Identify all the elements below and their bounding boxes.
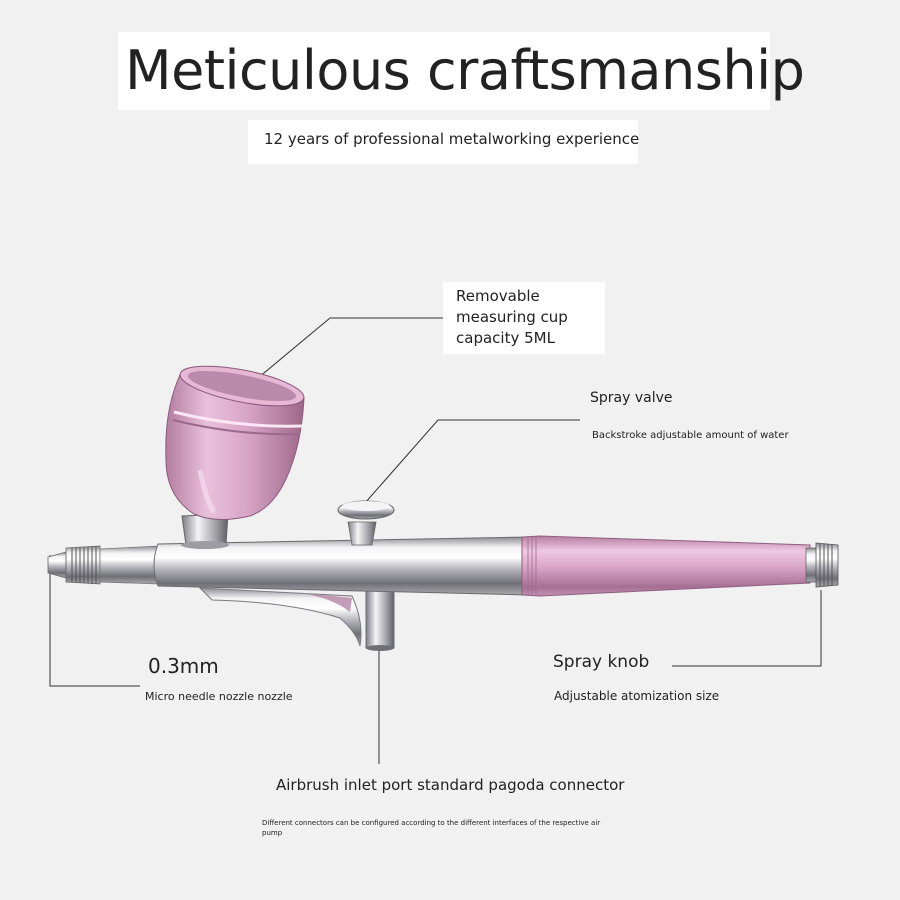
air-inlet-end xyxy=(366,645,394,651)
title-banner xyxy=(118,32,770,110)
trigger-lever xyxy=(198,587,362,647)
cup-highlight xyxy=(197,469,217,514)
nozzle-leader-line xyxy=(49,555,140,687)
knob-leader-line xyxy=(672,590,822,667)
spray-knob xyxy=(815,542,839,588)
nozzle-callout-description: Micro needle nozzle nozzle xyxy=(145,690,293,703)
nozzle-knurl xyxy=(71,546,97,584)
page-title: Meticulous craftsmanship xyxy=(125,39,805,102)
nozzle-cap xyxy=(65,545,101,585)
leader-lines xyxy=(49,317,822,764)
spray-knob-knurl xyxy=(819,544,833,586)
cup-neck-base xyxy=(181,541,229,549)
measuring-cup xyxy=(165,374,305,520)
cup-callout-label: Removable measuring cup capacity 5ML xyxy=(456,287,568,347)
valve-leader-line xyxy=(364,419,580,504)
footnote: Different connectors can be configured a… xyxy=(262,819,601,837)
cup-opening xyxy=(187,370,297,402)
knob-callout-title: Spray knob xyxy=(553,652,650,672)
subtitle-banner xyxy=(248,120,638,164)
knob-callout-description: Adjustable atomization size xyxy=(554,689,720,703)
cup-ring-highlight xyxy=(173,410,303,428)
nozzle-callout-size: 0.3mm xyxy=(148,654,219,678)
spray-valve-stem xyxy=(347,521,377,546)
valve-callout-title: Spray valve xyxy=(590,390,673,406)
nozzle-tip xyxy=(47,551,67,579)
main-body xyxy=(153,536,529,596)
cup-leader-line xyxy=(251,317,443,384)
valve-callout-description: Backstroke adjustable amount of water xyxy=(592,430,789,441)
cup-callout-box xyxy=(443,282,605,354)
handle-grip-lines xyxy=(527,537,537,596)
trigger-shadow xyxy=(292,592,352,612)
page-subtitle: 12 years of professional metalworking ex… xyxy=(264,130,640,148)
spray-valve-top xyxy=(342,501,390,511)
pink-handle xyxy=(521,535,811,597)
nozzle-body xyxy=(99,545,161,585)
inlet-callout-title: Airbrush inlet port standard pagoda conn… xyxy=(276,776,625,794)
cup-ring-groove xyxy=(172,419,301,436)
